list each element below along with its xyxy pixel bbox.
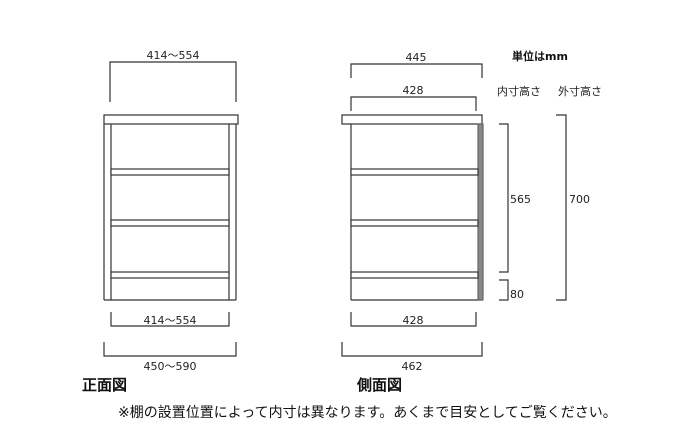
side-outer-bottom-dim-line: [341, 342, 483, 357]
side-shelf-1: [350, 168, 479, 176]
side-inner-bottom-dim-line: [350, 312, 477, 327]
side-top-outer-dim-label: 445: [406, 51, 427, 64]
front-view-label: 正面図: [82, 376, 127, 394]
side-back-panel: [477, 123, 484, 301]
unit-label: 単位はmm: [512, 49, 568, 63]
side-outer-height-label: 700: [569, 193, 590, 206]
footnote: ※棚の設置位置によって内寸は異なります。あくまで目安としてご覧ください。: [118, 404, 617, 421]
front-shelf-3: [110, 271, 230, 279]
front-shelf-2: [110, 219, 230, 227]
front-top-dim-line: [109, 61, 237, 102]
outer-height-header: 外寸高さ: [558, 84, 602, 98]
front-outer-bottom-dim-label: 450～590: [144, 360, 197, 373]
front-outer-bottom-dim-line: [103, 342, 237, 357]
inner-height-header: 内寸高さ: [497, 84, 541, 98]
side-base-height-dim-line: [499, 279, 509, 301]
side-inner-height-label: 565: [510, 193, 531, 206]
side-top-outer-dim-line: [350, 63, 483, 78]
side-top-inner-dim-line: [350, 96, 477, 111]
front-inner-bottom-dim-line: [110, 312, 230, 327]
side-view-drawing: [341, 63, 567, 357]
side-inner-height-dim-line: [499, 123, 509, 273]
side-outer-height-dim-line: [556, 114, 567, 301]
side-shelf-3: [350, 271, 479, 279]
front-inner-bottom-dim-label: 414～554: [144, 314, 197, 327]
side-bottom-outer-dim-label: 462: [402, 360, 423, 373]
front-top-dim-label: 414～554: [147, 49, 200, 62]
side-top-inner-dim-label: 428: [403, 84, 424, 97]
side-shelf-2: [350, 219, 479, 227]
side-base-height-label: 80: [510, 288, 524, 301]
side-bottom-inner-dim-label: 428: [403, 314, 424, 327]
front-shelf-1: [110, 168, 230, 176]
front-view-drawing: [103, 61, 239, 357]
side-top-board: [341, 114, 483, 125]
front-top-board: [103, 114, 239, 125]
side-view-label: 側面図: [356, 376, 402, 394]
